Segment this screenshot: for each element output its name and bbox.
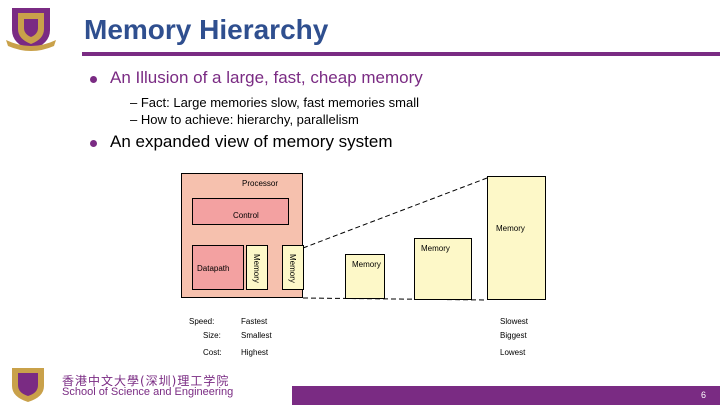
speed-row-label: Speed: [189, 317, 215, 326]
control-label: Control [233, 211, 259, 220]
university-crest-icon [12, 368, 44, 402]
processor-label: Processor [242, 179, 279, 188]
level-2-memory-label: Memory [352, 260, 381, 269]
subpoint-2: – How to achieve: hierarchy, parallelism [130, 112, 359, 127]
datapath-box [192, 245, 244, 290]
speed-row-first: Fastest [241, 317, 268, 326]
cost-row-first: Highest [241, 348, 269, 357]
page-number: 6 [700, 390, 706, 400]
university-crest-icon [6, 8, 56, 51]
level-2-memory-box [345, 254, 385, 299]
bullet-dot [90, 140, 97, 147]
size-row-first: Smallest [241, 331, 272, 340]
school-name-chinese: 香港中文大學(深圳)理工学院 [62, 374, 230, 388]
size-row-last: Biggest [500, 331, 527, 340]
cost-row-label: Cost: [203, 348, 222, 357]
title-divider [82, 52, 720, 56]
level-3-memory-box [414, 238, 472, 300]
control-box [192, 198, 289, 225]
cost-row-last: Lowest [500, 348, 526, 357]
school-name-english: School of Science and Engineering [62, 386, 234, 398]
cache-memory-box [282, 245, 304, 290]
slide-title: Memory Hierarchy [84, 14, 329, 45]
level-3-memory-label: Memory [421, 244, 450, 253]
footer-bar [292, 386, 720, 405]
subpoint-1: – Fact: Large memories slow, fast memori… [130, 95, 419, 110]
bullet-dot [90, 76, 97, 83]
register-memory-label: Memory [252, 254, 261, 283]
datapath-label: Datapath [197, 264, 230, 273]
cache-memory-label: Memory [288, 254, 297, 283]
register-memory-box [246, 245, 268, 290]
speed-row-last: Slowest [500, 317, 529, 326]
main-memory-box [487, 176, 546, 300]
size-row-label: Size: [203, 331, 221, 340]
bullet-1-text: An Illusion of a large, fast, cheap memo… [110, 68, 423, 87]
bullet-2-text: An expanded view of memory system [110, 132, 393, 151]
main-memory-label: Memory [496, 224, 525, 233]
